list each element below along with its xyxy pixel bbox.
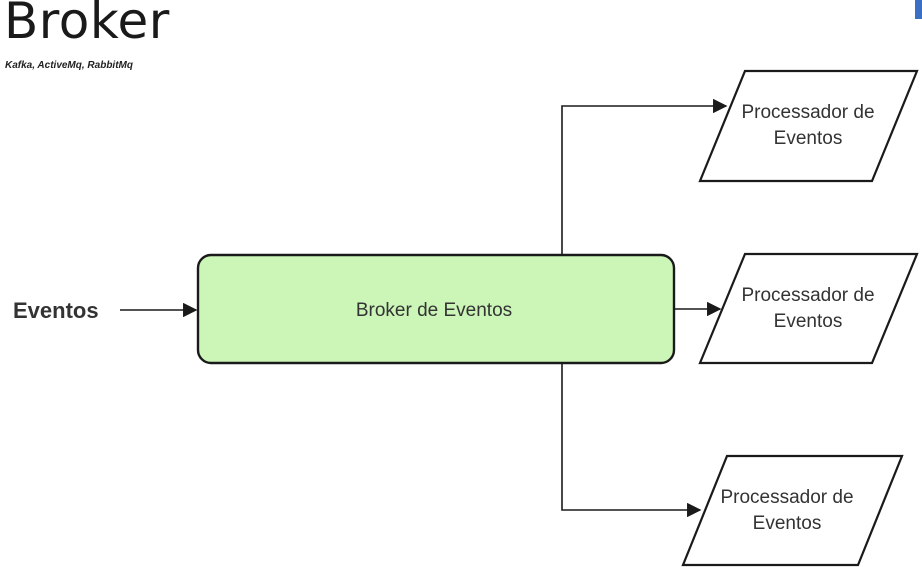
processor-label-line1: Processador de [741, 102, 874, 123]
broker-label: Broker de Eventos [356, 300, 512, 321]
page-title: Broker [4, 0, 170, 50]
processor-label-line2: Eventos [774, 128, 843, 149]
processor-label-line1: Processador de [741, 285, 874, 306]
input-label: Eventos [13, 298, 99, 323]
processor-label-line1: Processador de [720, 487, 853, 508]
connector-bottom [561, 363, 702, 518]
processor-label-line2: Eventos [774, 311, 843, 332]
processor-node [681, 454, 904, 567]
processor-node [698, 252, 919, 365]
connector-top [561, 98, 728, 255]
processor-label-line2: Eventos [753, 513, 822, 534]
accent-mark [915, 0, 922, 19]
page-subtitle: Kafka, ActiveMq, RabbitMq [5, 60, 133, 71]
processor-node [698, 69, 919, 183]
